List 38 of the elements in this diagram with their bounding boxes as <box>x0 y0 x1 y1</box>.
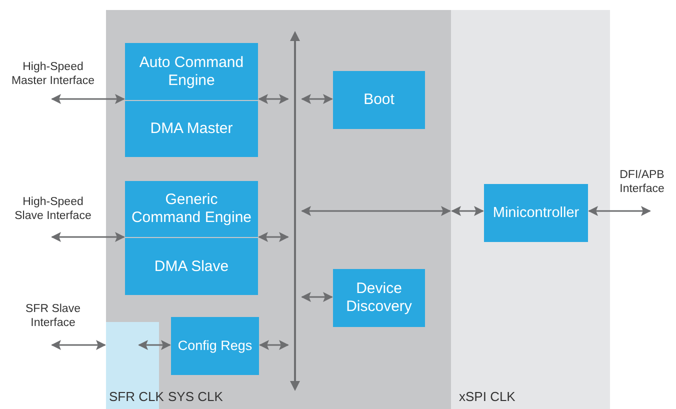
clock-domain-label: xSPI CLK <box>459 389 516 404</box>
clock-domain-label: SYS CLK <box>168 389 223 404</box>
block <box>125 101 258 157</box>
double-arrow <box>51 340 106 350</box>
block-label: Minicontroller <box>492 204 580 222</box>
block-label: Auto Command Engine <box>138 54 245 90</box>
double-arrow <box>51 232 125 242</box>
double-arrow <box>138 340 171 350</box>
block-label: DMA Slave <box>154 258 229 276</box>
clock-domain-band <box>451 10 610 409</box>
block <box>333 269 425 327</box>
double-arrow <box>301 94 333 104</box>
block <box>171 317 259 375</box>
double-arrow <box>51 94 125 104</box>
double-arrow <box>258 94 289 104</box>
block-label: Config Regs <box>178 337 252 355</box>
block-label: Device Discovery <box>345 280 413 316</box>
edge-label: High-Speed Slave Interface <box>14 195 92 223</box>
double-arrow <box>259 340 289 350</box>
bus-arrow <box>289 31 301 391</box>
edge-label: SFR Slave Interface <box>24 302 82 330</box>
clock-domain-label: SFR CLK <box>109 389 164 404</box>
clock-domain-band <box>106 10 451 409</box>
double-arrow <box>301 292 333 302</box>
double-arrow <box>258 232 289 242</box>
block-label: DMA Master <box>150 120 233 138</box>
block <box>125 181 258 237</box>
block-label: Boot <box>364 91 394 109</box>
block <box>484 184 588 242</box>
block <box>333 71 425 129</box>
block <box>125 43 258 100</box>
double-arrow <box>451 206 484 216</box>
block <box>125 238 258 295</box>
double-arrow <box>301 206 451 216</box>
double-arrow <box>588 206 651 216</box>
edge-label: DFI/APB Interface <box>618 168 666 196</box>
edge-label: High-Speed Master Interface <box>10 60 96 88</box>
block-label: Generic Command Engine <box>130 191 253 227</box>
